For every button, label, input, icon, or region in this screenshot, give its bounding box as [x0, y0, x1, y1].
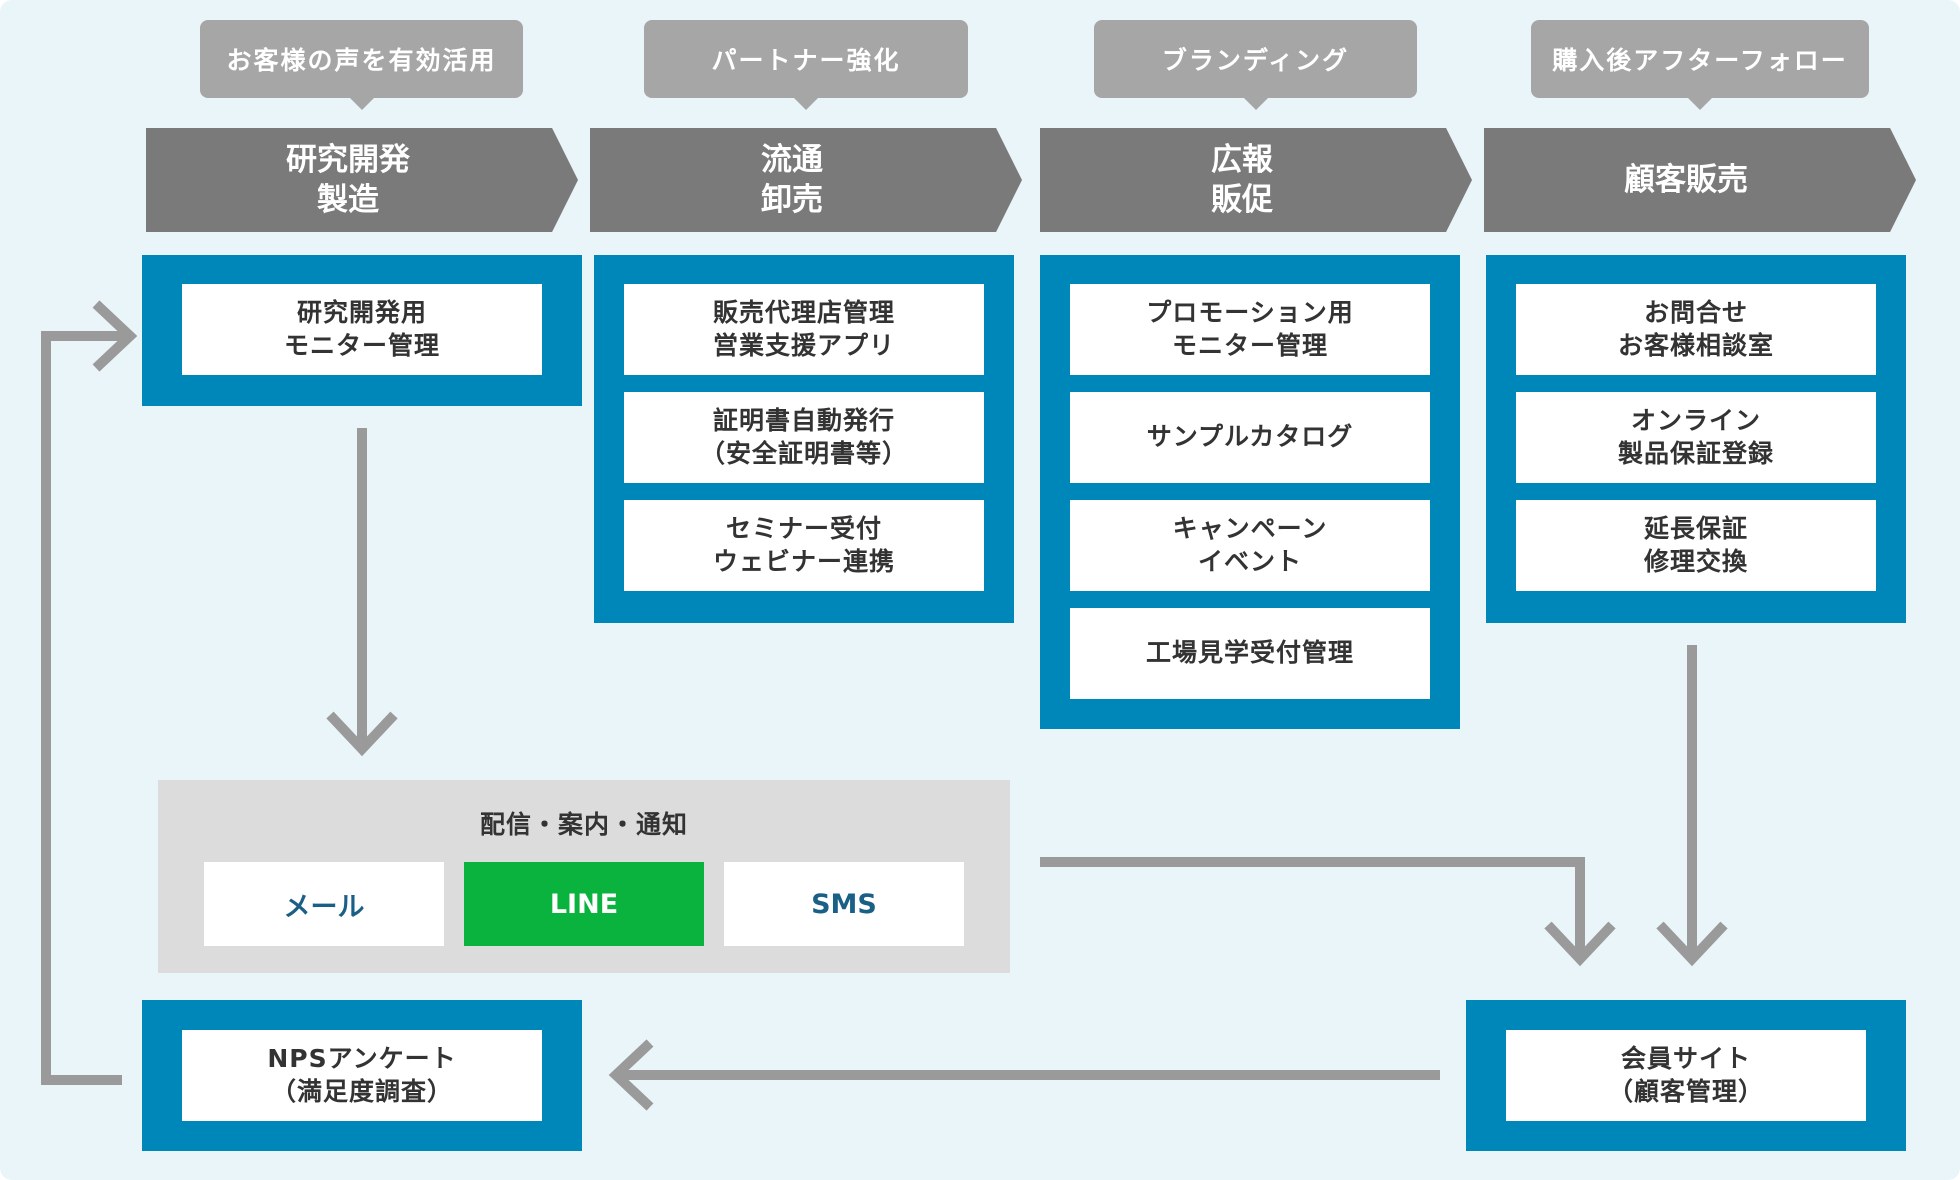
card-seminar-webinar: セミナー受付 ウェビナー連携 [624, 500, 984, 591]
tag-voice: お客様の声を有効活用 [200, 20, 523, 110]
card-campaign-event: キャンペーン イベント [1070, 500, 1430, 591]
card-inquiry: お問合せ お客様相談室 [1516, 284, 1876, 375]
card-member-site: 会員サイト （顧客管理） [1506, 1030, 1866, 1121]
card-sample-catalog: サンプルカタログ [1070, 392, 1430, 483]
arrowhead-nps-left [608, 1039, 654, 1111]
delivery-title: 配信・案内・通知 [479, 810, 688, 839]
card-agency-management: 販売代理店管理 営業支援アプリ [624, 284, 984, 375]
arrowhead-rd-right [92, 300, 138, 372]
card-rd-monitor: 研究開発用 モニター管理 [182, 284, 542, 375]
card-warranty-registration: オンライン 製品保証登録 [1516, 392, 1876, 483]
tag-partner: パートナー強化 [644, 20, 968, 110]
stage-customer-sales: 顧客販売 [1484, 128, 1916, 232]
arrowhead-sales-down [1656, 921, 1728, 967]
arrow-nps-to-rd [41, 331, 126, 1085]
card-factory-tour: 工場見学受付管理 [1070, 608, 1430, 699]
stage-pr-promotion: 広報 販促 [1040, 128, 1472, 232]
card-nps-survey: NPSアンケート （満足度調査） [182, 1030, 542, 1121]
arrowhead-delivery-down [1544, 921, 1616, 967]
arrow-delivery-to-member [1040, 857, 1585, 955]
card-certificate-issue: 証明書自動発行 （安全証明書等） [624, 392, 984, 483]
tag-branding: ブランディング [1094, 20, 1417, 110]
stage-distribution-wholesale: 流通 卸売 [590, 128, 1022, 232]
tag-after-follow: 購入後アフターフォロー [1531, 20, 1869, 110]
card-promotion-monitor: プロモーション用 モニター管理 [1070, 284, 1430, 375]
card-extended-warranty: 延長保証 修理交換 [1516, 500, 1876, 591]
channel-line: LINE [464, 862, 704, 946]
channel-email: メール [204, 862, 444, 946]
stage-rd-manufacturing: 研究開発 製造 [146, 128, 578, 232]
arrowhead-rd-down [326, 711, 398, 757]
channel-sms: SMS [724, 862, 964, 946]
